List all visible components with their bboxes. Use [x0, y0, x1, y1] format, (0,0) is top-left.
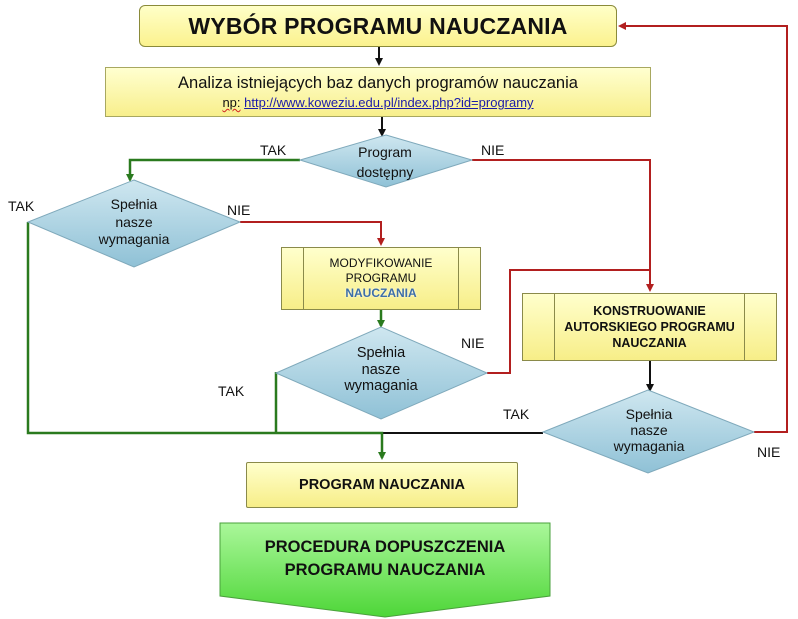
requirements-2-line3: wymagania: [344, 378, 418, 395]
construct-left-rule: [554, 294, 555, 360]
requirements-1-line3: wymagania: [98, 231, 170, 247]
program-text: PROGRAM NAUCZANIA: [299, 477, 465, 493]
title-box: WYBÓR PROGRAMU NAUCZANIA: [139, 5, 617, 47]
analysis-link-line: np: http://www.koweziu.edu.pl/index.php?…: [222, 95, 533, 110]
connector-yes-available: [126, 158, 300, 182]
label-no-requirements-3: NIE: [757, 444, 781, 460]
label-no-available: NIE: [481, 142, 505, 158]
procedure-label: PROCEDURA DOPUSZCZENIA PROGRAMU NAUCZANI…: [220, 526, 550, 592]
modify-line2: PROGRAMU: [345, 271, 417, 285]
modify-right-rule: [458, 248, 459, 309]
decision-requirements-2-label: Spełnia nasze wymagania: [326, 345, 436, 395]
label-no-requirements-2: NIE: [461, 335, 485, 351]
label-yes-requirements-1: TAK: [8, 198, 35, 214]
analysis-text: Analiza istniejących baz danych programó…: [178, 74, 578, 92]
modify-line3: NAUCZANIA: [345, 286, 417, 300]
procedure-arrow-shape: [219, 522, 551, 618]
title-text: WYBÓR PROGRAMU NAUCZANIA: [188, 12, 568, 39]
label-no-requirements-1: NIE: [227, 202, 251, 218]
modify-program-box: MODYFIKOWANIE PROGRAMU NAUCZANIA: [281, 247, 481, 310]
requirements-3-line1: Spełnia: [625, 406, 673, 422]
requirements-2-line2: nasze: [361, 361, 401, 378]
construct-line2: AUTORSKIEGO PROGRAMU: [564, 319, 735, 334]
label-yes-requirements-3: TAK: [503, 406, 530, 422]
decision-requirements-3-label: Spełnia nasze wymagania: [594, 406, 704, 454]
construct-program-box: KONSTRUOWANIE AUTORSKIEGO PROGRAMU NAUCZ…: [522, 293, 777, 361]
requirements-1-line2: nasze: [115, 213, 153, 230]
program-box: PROGRAM NAUCZANIA: [246, 462, 518, 508]
label-yes-available: TAK: [260, 142, 287, 158]
decision-available-line2: dostępny: [356, 164, 414, 181]
requirements-2-line1: Spełnia: [356, 345, 406, 361]
connector-no-requirements-3: [618, 22, 788, 433]
analysis-box: Analiza istniejących baz danych programó…: [105, 67, 651, 117]
connector-no-requirements-2: [487, 269, 650, 374]
requirements-1-line1: Spełnia: [110, 196, 158, 212]
modify-left-rule: [303, 248, 304, 309]
decision-available-line1: Program: [358, 144, 412, 160]
analysis-url-link[interactable]: http://www.koweziu.edu.pl/index.php?id=p…: [244, 95, 534, 110]
construct-right-rule: [744, 294, 745, 360]
construct-line1: KONSTRUOWANIE: [593, 303, 706, 318]
procedure-line1: PROCEDURA DOPUSZCZENIA: [264, 537, 506, 556]
decision-requirements-1: [26, 179, 242, 268]
analysis-prefix: np:: [222, 95, 241, 110]
modify-line1: MODYFIKOWANIE: [329, 256, 433, 270]
decision-requirements-1-label: Spełnia nasze wymagania: [84, 196, 184, 249]
connector-no-requirements-1: [240, 221, 385, 246]
procedure-line2: PROGRAMU NAUCZANIA: [284, 561, 486, 579]
requirements-3-line3: wymagania: [613, 438, 685, 455]
decision-program-available: [298, 134, 474, 188]
decision-requirements-3: [541, 389, 756, 474]
connector-no-available: [472, 159, 654, 292]
connector-yes-requirements-1: [26, 222, 386, 460]
decision-available-label: Program dostępny: [330, 142, 440, 183]
construct-line3: NAUCZANIA: [612, 336, 687, 351]
requirements-3-line2: nasze: [630, 422, 668, 439]
label-yes-requirements-2: TAK: [218, 383, 245, 399]
decision-requirements-2: [274, 326, 489, 420]
